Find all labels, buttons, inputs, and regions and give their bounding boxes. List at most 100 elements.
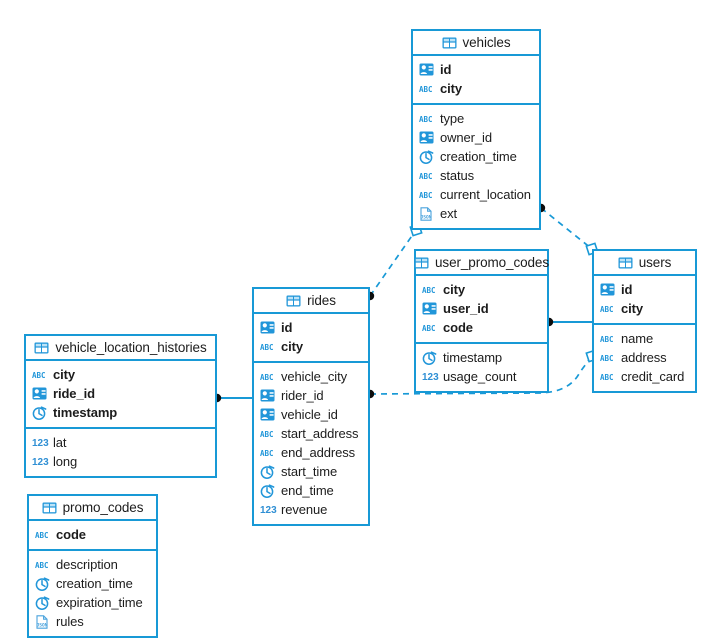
field-row-creation_time[interactable]: creation_time — [29, 574, 156, 593]
entity-header-vehicles[interactable]: vehicles — [413, 31, 539, 56]
field-row-vehicle_id[interactable]: vehicle_id — [254, 405, 368, 424]
id-card-icon — [32, 387, 48, 401]
entity-header-vehicle_location_histories[interactable]: vehicle_location_histories — [26, 336, 215, 361]
entity-title: promo_codes — [62, 500, 144, 515]
entity-title: vehicle_location_histories — [55, 340, 207, 355]
table-icon — [34, 341, 49, 355]
field-label: ride_id — [53, 386, 95, 401]
field-label: lat — [53, 435, 67, 450]
table-icon — [286, 294, 301, 308]
abc-icon: ABC — [422, 285, 436, 295]
json-icon: JSON — [35, 614, 51, 629]
field-row-id[interactable]: id — [594, 280, 695, 299]
123-icon: 123 — [32, 437, 49, 449]
field-label: vehicle_id — [281, 407, 338, 422]
abc-icon: ABC — [600, 334, 614, 344]
entity-header-user_promo_codes[interactable]: user_promo_codes — [414, 251, 549, 276]
field-row-creation_time[interactable]: creation_time — [413, 147, 539, 166]
clock-icon — [35, 576, 51, 591]
field-row-end_time[interactable]: end_time — [254, 481, 368, 500]
abc-icon: ABC — [32, 370, 46, 380]
entity-title: users — [638, 255, 672, 270]
entity-header-rides[interactable]: rides — [254, 289, 368, 314]
abc-icon: ABC — [419, 84, 433, 94]
field-row-user_id[interactable]: user_id — [416, 299, 547, 318]
field-label: timestamp — [53, 405, 118, 420]
table-icon — [414, 256, 429, 270]
field-label: start_address — [281, 426, 359, 441]
abc-icon: ABC — [419, 114, 433, 124]
field-row-rider_id[interactable]: rider_id — [254, 386, 368, 405]
field-label: id — [621, 282, 633, 297]
field-row-ext[interactable]: JSON ext — [413, 204, 539, 223]
svg-text:JSON: JSON — [420, 214, 431, 220]
field-label: rider_id — [281, 388, 324, 403]
abc-icon: ABC — [260, 429, 274, 439]
field-row-rules[interactable]: JSON rules — [29, 612, 156, 631]
clock-icon — [260, 483, 276, 498]
field-row-ride_id[interactable]: ride_id — [26, 384, 215, 403]
field-label: rules — [56, 614, 84, 629]
field-row-expiration_time[interactable]: expiration_time — [29, 593, 156, 612]
field-label: timestamp — [443, 350, 503, 365]
field-row-owner_id[interactable]: owner_id — [413, 128, 539, 147]
field-label: owner_id — [440, 130, 492, 145]
field-label: expiration_time — [56, 595, 143, 610]
field-row-lat[interactable]: 123 lat — [26, 433, 215, 452]
123-icon: 123 — [32, 456, 49, 468]
field-row-start_address[interactable]: ABC start_address — [254, 424, 368, 443]
entity-header-users[interactable]: users — [594, 251, 695, 276]
field-row-timestamp[interactable]: timestamp — [416, 348, 547, 367]
relationship-user-promo-codes-to-users[interactable] — [544, 317, 592, 327]
id-card-icon — [260, 408, 276, 422]
field-label: end_time — [281, 483, 334, 498]
field-label: end_address — [281, 445, 356, 460]
field-row-id[interactable]: id — [254, 318, 368, 337]
json-icon: JSON — [419, 206, 435, 221]
field-label: status — [440, 168, 475, 183]
field-row-id[interactable]: id — [413, 60, 539, 79]
field-label: creation_time — [440, 149, 517, 164]
entity-header-promo_codes[interactable]: promo_codes — [29, 496, 156, 521]
table-icon — [42, 501, 57, 515]
relationship-vehicle-location-histories-to-rides[interactable] — [212, 393, 252, 403]
field-label: user_id — [443, 301, 489, 316]
field-row-start_time[interactable]: start_time — [254, 462, 368, 481]
relationship-vehicles-to-users[interactable] — [536, 203, 599, 256]
clock-icon — [419, 149, 435, 164]
field-label: ext — [440, 206, 458, 221]
field-row-timestamp[interactable]: timestamp — [26, 403, 215, 422]
123-icon: 123 — [260, 504, 277, 516]
